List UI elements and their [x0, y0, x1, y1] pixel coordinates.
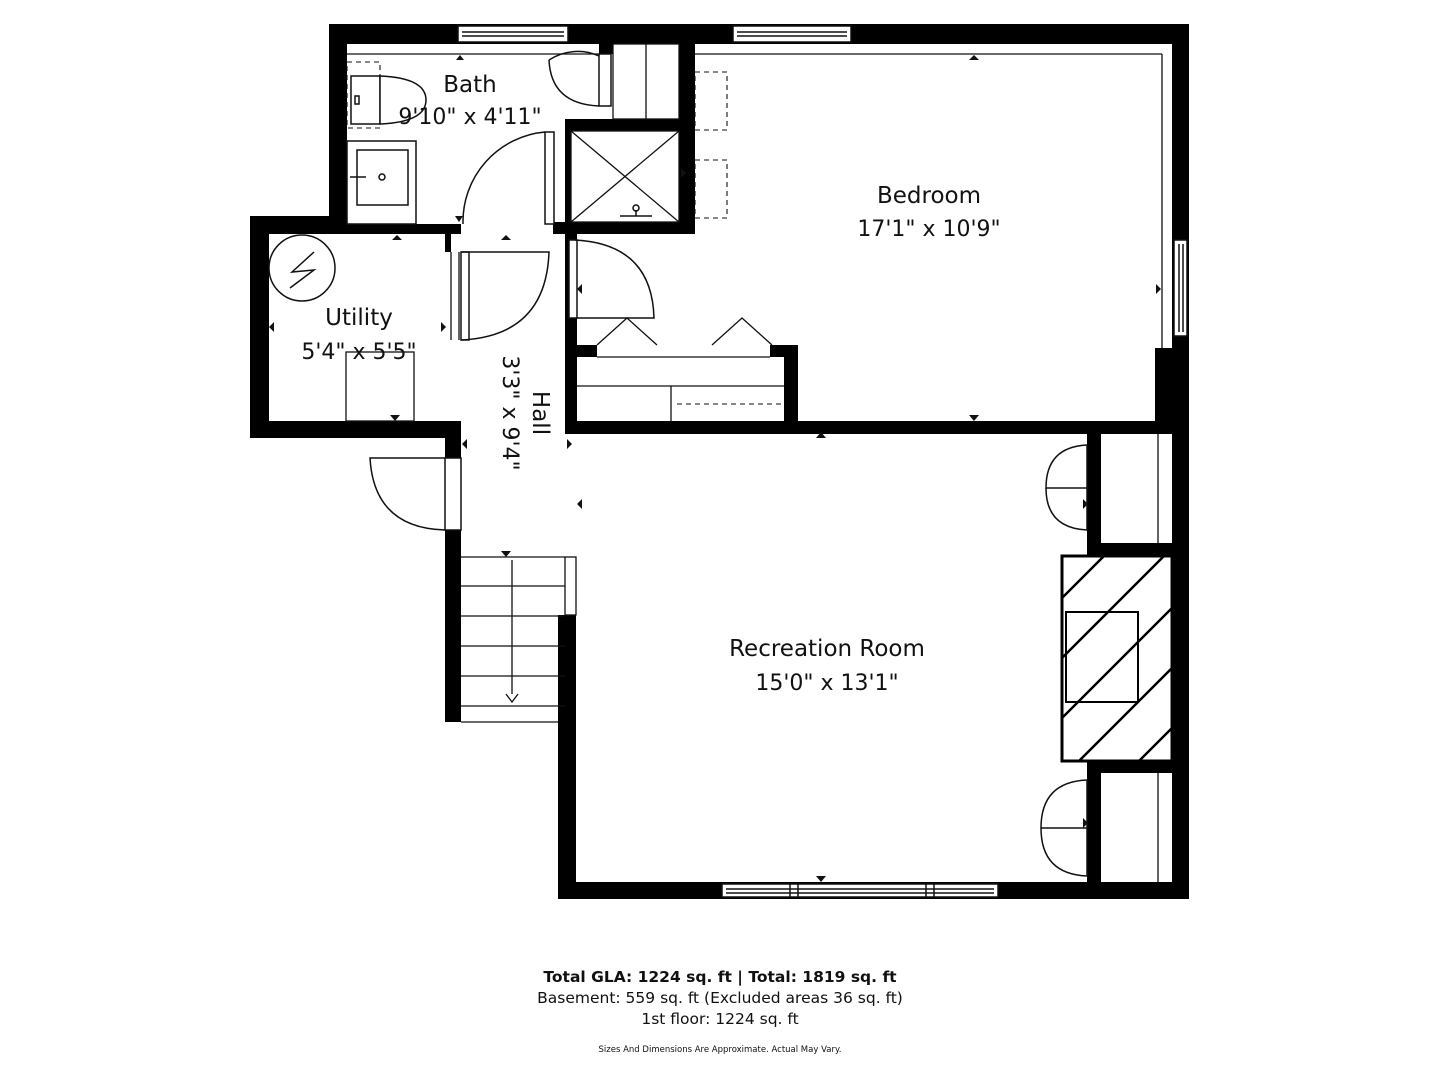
interior-lines: [345, 43, 1163, 882]
bath-dims: 9'10" x 4'11": [398, 105, 541, 130]
utility-dims: 5'4" x 5'5": [301, 340, 416, 365]
windows: [457, 25, 1188, 898]
recreation-room-dims: 15'0" x 13'1": [755, 671, 898, 696]
shower-icon: [620, 204, 652, 217]
fireplace-icon: [1060, 554, 1174, 763]
doors[interactable]: [369, 50, 1088, 877]
electrical-panel-icon: [268, 234, 336, 302]
room-labels: Bath 9'10" x 4'11" Bedroom 17'1" x 10'9"…: [301, 72, 1000, 696]
basement-area: Basement: 559 sq. ft (Excluded areas 36 …: [537, 989, 903, 1007]
recreation-room-name: Recreation Room: [729, 636, 925, 662]
fixtures: [268, 75, 652, 302]
bedroom-dims: 17'1" x 10'9": [857, 217, 1000, 242]
floor-plan: Bath 9'10" x 4'11" Bedroom 17'1" x 10'9"…: [250, 24, 1189, 899]
utility-name: Utility: [325, 305, 393, 331]
walls: [250, 24, 1189, 899]
dimension-markers: [269, 55, 1161, 882]
total-area: Total GLA: 1224 sq. ft | Total: 1819 sq.…: [543, 968, 897, 986]
bedroom-name: Bedroom: [877, 183, 981, 209]
disclaimer: Sizes And Dimensions Are Approximate. Ac…: [598, 1045, 842, 1055]
hall-name: Hall: [527, 391, 553, 435]
first-floor-area: 1st floor: 1224 sq. ft: [641, 1010, 799, 1028]
bath-name: Bath: [443, 72, 496, 98]
hall-dims: 3'3" x 9'4": [497, 355, 522, 470]
